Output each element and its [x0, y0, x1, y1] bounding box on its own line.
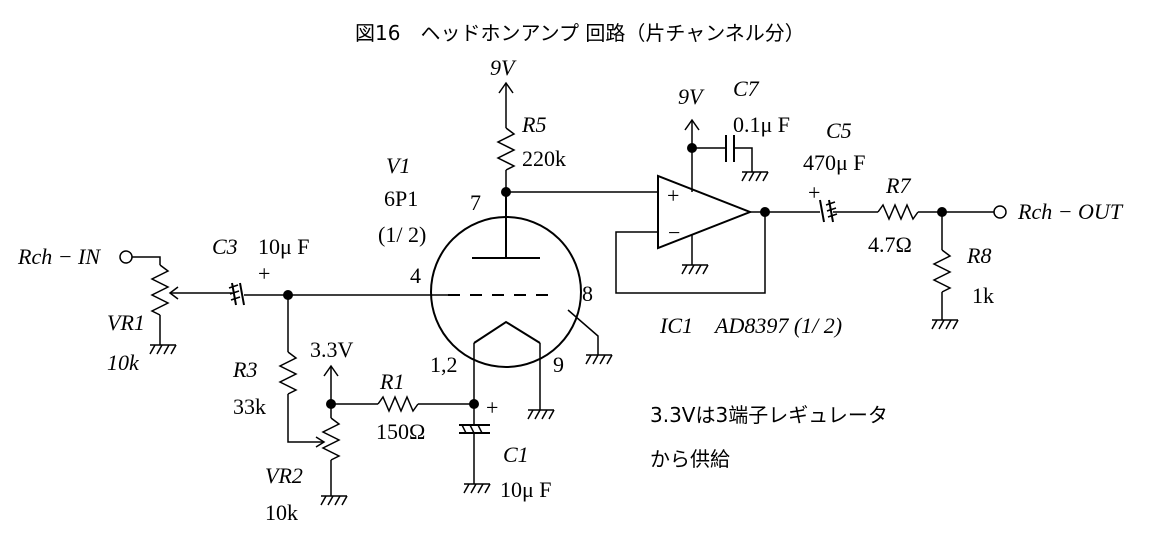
ic1-minus-input: −	[668, 220, 680, 245]
vr2-value: 10k	[265, 500, 298, 525]
pin8-label: 8	[582, 281, 593, 306]
r5-resistor	[496, 127, 516, 171]
c5-label: C5	[826, 118, 852, 143]
vr1-label: VR1	[107, 310, 145, 335]
vr1-value: 10k	[107, 350, 140, 375]
rch-out-label: Rch − OUT	[1017, 199, 1124, 224]
r5-label: R5	[521, 112, 546, 137]
c3-label: C3	[212, 234, 238, 259]
ic1-opamp	[657, 174, 753, 250]
r1-label: R1	[379, 369, 404, 394]
c1-label: C1	[503, 442, 529, 467]
c3-value: 10μ F	[258, 234, 310, 259]
r8-value: 1k	[972, 283, 994, 308]
r7-value: 4.7Ω	[868, 232, 912, 257]
rch-in-label: Rch − IN	[17, 244, 101, 269]
r3-value: 33k	[233, 394, 266, 419]
c1-plus: +	[486, 395, 498, 420]
v1-cathode	[473, 320, 541, 344]
r7-label: R7	[885, 173, 911, 198]
c7-value: 0.1μ F	[733, 112, 790, 137]
vr2-label: VR2	[265, 463, 303, 488]
ic1-plus-input: +	[667, 183, 679, 208]
diagram-title: 図16 ヘッドホンアンプ 回路（片チャンネル分）	[355, 21, 805, 45]
opamp-out-node	[760, 207, 770, 217]
c5-plus: +	[808, 180, 820, 205]
v1-type: 6P1	[384, 186, 418, 211]
rch-out-terminal	[993, 205, 1007, 219]
r8-resistor	[932, 249, 952, 293]
v9-top-label: 9V	[490, 55, 517, 80]
c1-value: 10μ F	[500, 477, 552, 502]
c3-plus: +	[258, 261, 270, 286]
v1-half: (1/ 2)	[378, 222, 426, 247]
pin7-label: 7	[470, 190, 481, 215]
note-line1: 3.3Vは3端子レギュレータ	[650, 403, 888, 427]
pin12-label: 1,2	[430, 352, 458, 377]
v9-ic-label: 9V	[678, 84, 705, 109]
v1-label: V1	[386, 153, 410, 178]
r7-resistor	[877, 203, 919, 221]
pin9-label: 9	[553, 352, 564, 377]
c5-value: 470μ F	[803, 150, 866, 175]
vr1-resistor	[150, 264, 170, 316]
r5-value: 220k	[522, 146, 566, 171]
r1-resistor	[377, 395, 419, 413]
r3-label: R3	[232, 357, 257, 382]
rch-in-terminal	[119, 250, 133, 264]
r1-value: 150Ω	[376, 419, 425, 444]
note-line2: から供給	[650, 447, 730, 471]
v33-label: 3.3V	[310, 337, 354, 362]
c5-capacitor	[819, 199, 825, 223]
pin4-label: 4	[410, 263, 421, 288]
in-wire	[132, 256, 161, 265]
ic1-label: IC1 AD8397 (1/ 2)	[659, 313, 842, 338]
r8-label: R8	[966, 243, 991, 268]
vr2-resistor	[321, 417, 341, 461]
r3-resistor	[278, 351, 298, 395]
c7-label: C7	[733, 76, 760, 101]
